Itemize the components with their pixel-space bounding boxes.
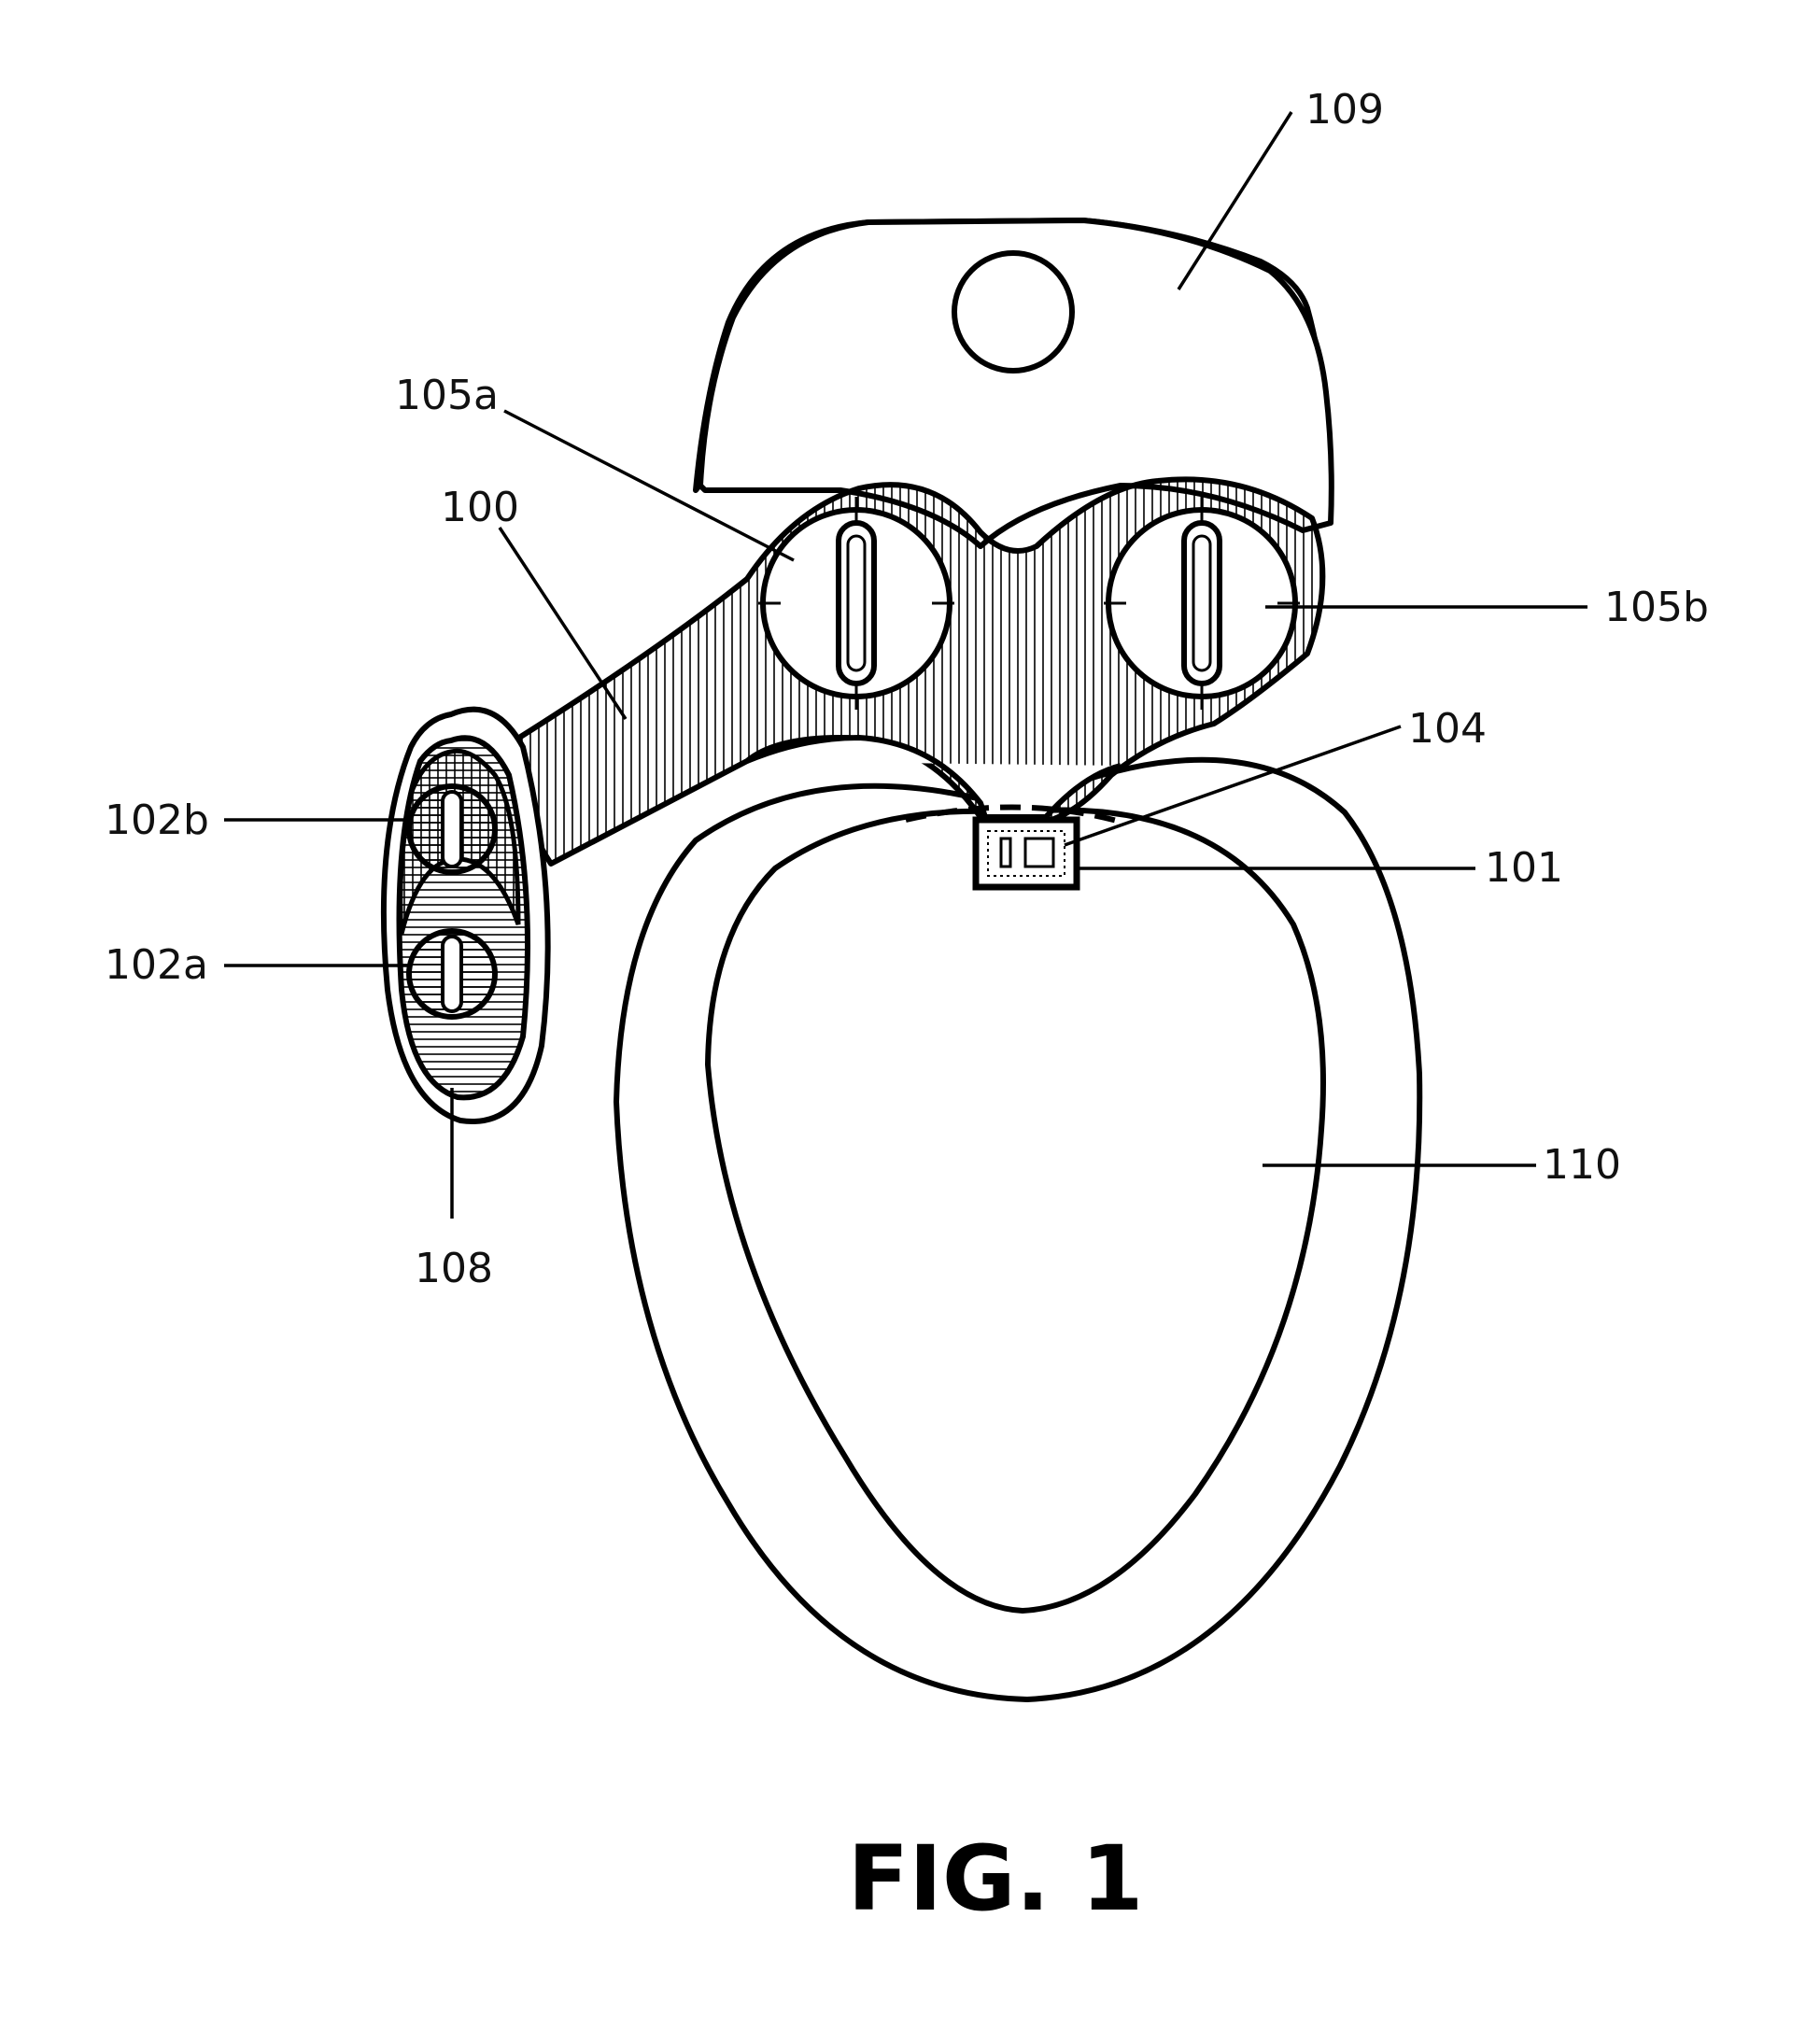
label-105a: 105a <box>395 372 499 419</box>
label-101: 101 <box>1485 844 1563 892</box>
label-100: 100 <box>441 484 519 531</box>
label-108: 108 <box>415 1245 493 1292</box>
leader-100 <box>500 528 626 719</box>
control-knob-lower <box>409 931 495 1017</box>
label-102b: 102b <box>105 796 209 844</box>
control-knob-upper <box>409 786 495 872</box>
label-102a: 102a <box>105 941 208 989</box>
control-panel <box>384 710 548 1121</box>
nozzle-window <box>976 820 1077 887</box>
label-104: 104 <box>1408 705 1487 753</box>
label-110: 110 <box>1543 1141 1621 1189</box>
tank-button-circle <box>954 253 1072 371</box>
figure-title: FIG. 1 <box>848 1826 1144 1931</box>
label-109: 109 <box>1305 86 1384 134</box>
label-105b: 105b <box>1604 584 1709 631</box>
toilet-seat <box>616 760 1419 1699</box>
